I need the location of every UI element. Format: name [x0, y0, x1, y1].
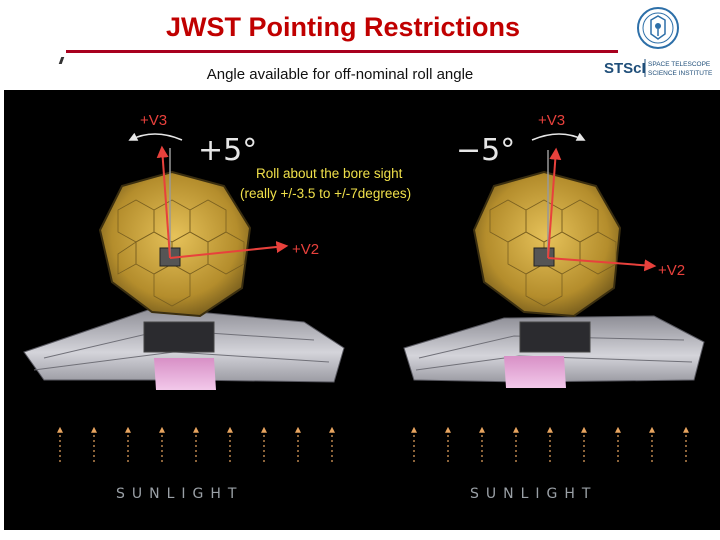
slide-title: JWST Pointing Restrictions — [165, 12, 521, 42]
left-v3-axis — [156, 145, 171, 259]
logo-abbrev: STScI — [604, 60, 646, 77]
left-sunlight-label: SUNLIGHT — [116, 486, 243, 502]
callout-line-2: (really +/-3.5 to +/-7degrees) — [240, 186, 411, 201]
stsci-seal-icon — [637, 7, 679, 49]
left-v3-label: +V3 — [140, 112, 167, 129]
left-v2-label: +V2 — [292, 241, 319, 258]
left-roll-label: +5° — [198, 133, 257, 168]
right-roll-label: −5° — [456, 133, 515, 168]
callout-line-1: Roll about the bore sight — [256, 166, 403, 181]
right-roll-arrow — [531, 132, 586, 141]
slide-subtitle: Angle available for off-nominal roll ang… — [206, 66, 474, 83]
right-v3-axis — [547, 147, 562, 259]
stsci-logo: STScI SPACE TELESCOPE SCIENCE INSTITUTE — [604, 59, 713, 77]
rule-tick-mark — [58, 57, 65, 64]
jwst-roll-illustration: +V3 +V2 +5° +V3 +V2 −5° Roll about the b… — [23, 112, 705, 502]
telescope-left — [23, 148, 345, 390]
right-v2-label: +V2 — [658, 262, 685, 279]
left-v2-axis — [169, 241, 289, 259]
sunlight-arrows-right — [411, 426, 689, 462]
right-sunlight-label: SUNLIGHT — [470, 486, 597, 502]
logo-name-line2: SCIENCE INSTITUTE — [648, 70, 713, 77]
right-v3-label: +V3 — [538, 112, 565, 129]
jwst-roll-figure: +V3 +V2 +5° +V3 +V2 −5° Roll about the b… — [4, 90, 720, 530]
sunlight-arrows-left — [57, 426, 335, 462]
title-underline — [66, 50, 618, 53]
logo-name-line1: SPACE TELESCOPE — [648, 61, 711, 68]
telescope-right — [403, 150, 705, 388]
left-roll-arrow — [128, 132, 183, 141]
right-v2-axis — [547, 257, 657, 272]
